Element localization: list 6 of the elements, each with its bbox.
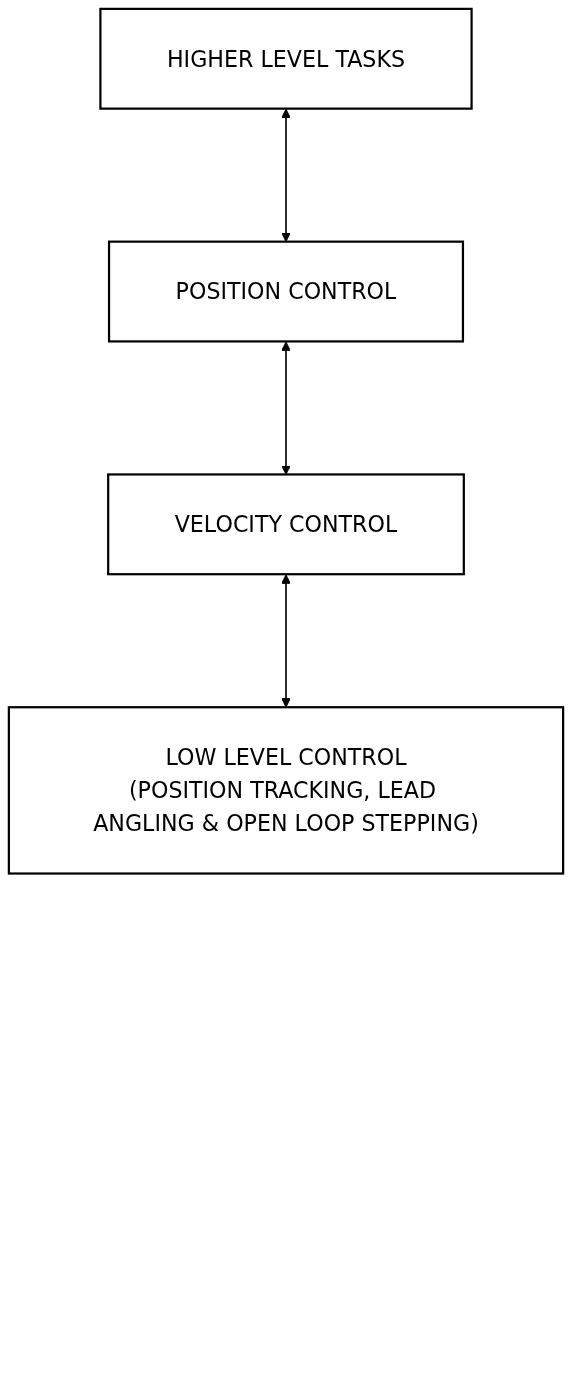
arrow (281, 574, 291, 708)
node-box: LOW LEVEL CONTROL (POSITION TRACKING, LEAD ANGLING & OPEN LOOP STEPPING) (7, 706, 565, 875)
node-box: POSITION CONTROL (107, 240, 465, 343)
node-box: HIGHER LEVEL TASKS (99, 7, 473, 110)
node-box: VELOCITY CONTROL (107, 473, 465, 576)
arrow (281, 341, 291, 475)
